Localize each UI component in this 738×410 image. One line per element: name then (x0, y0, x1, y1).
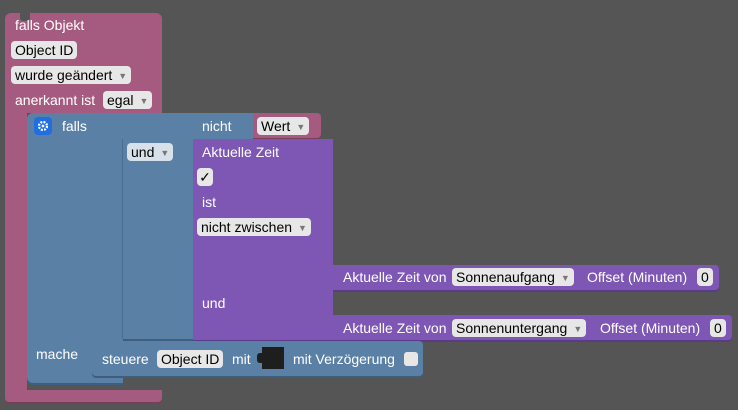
time-checkbox[interactable]: ✓ (197, 168, 213, 186)
ack-dropdown[interactable]: egal ▼ (103, 91, 153, 109)
sunrise-offset-label: Offset (Minuten) (587, 269, 688, 285)
sunset-event-dropdown[interactable]: Sonnenuntergang ▼ (452, 319, 587, 337)
chevron-down-icon: ▼ (139, 96, 149, 106)
chevron-down-icon: ▼ (573, 324, 583, 334)
object-id-field[interactable]: Object ID (11, 41, 78, 59)
and-dropdown[interactable]: und ▼ (127, 143, 174, 161)
and-dropdown-value: und (131, 144, 155, 160)
nicht-label: nicht (202, 118, 232, 134)
gear-icon[interactable] (34, 117, 52, 135)
wert-dropdown[interactable]: Wert ▼ (257, 117, 310, 135)
und-label: und (202, 295, 226, 311)
sunset-label: Aktuelle Zeit von (343, 320, 447, 336)
trigger-block-spine (5, 100, 27, 390)
chevron-down-icon: ▼ (118, 71, 128, 81)
mache-label: mache (36, 346, 79, 362)
chevron-down-icon: ▼ (560, 273, 570, 283)
chevron-down-icon: ▼ (296, 122, 306, 132)
sunset-offset-label: Offset (Minuten) (600, 320, 701, 336)
sunset-event-value: Sonnenuntergang (456, 320, 568, 336)
falls-label: falls (62, 118, 87, 134)
sunrise-offset-input[interactable]: 0 (697, 268, 713, 286)
sunrise-event-dropdown[interactable]: Sonnenaufgang ▼ (452, 268, 574, 286)
control-object-id-field[interactable]: Object ID (157, 350, 224, 368)
changed-dropdown[interactable]: wurde geändert ▼ (11, 66, 132, 84)
trigger-block-bottom (5, 390, 162, 402)
sunset-offset-input[interactable]: 0 (710, 319, 726, 337)
ist-label: ist (202, 194, 216, 210)
steuere-label: steuere (102, 351, 149, 367)
chevron-down-icon: ▼ (160, 148, 170, 158)
trigger-title: falls Objekt (15, 17, 85, 33)
wert-dropdown-value: Wert (261, 118, 291, 134)
ack-label: anerkannt ist (15, 92, 96, 108)
trigger-notch (20, 13, 30, 21)
not-block[interactable] (193, 113, 253, 139)
control-mit-label: mit (232, 351, 251, 367)
chevron-down-icon: ▼ (298, 223, 307, 233)
range-dropdown-value: nicht zwischen (201, 219, 293, 235)
delay-label: mit Verzögerung (293, 351, 395, 367)
ack-dropdown-value: egal (107, 92, 134, 108)
sunrise-event-value: Sonnenaufgang (456, 269, 555, 285)
checkmark-icon: ✓ (199, 169, 211, 185)
sunrise-label: Aktuelle Zeit von (343, 269, 447, 285)
empty-value-socket[interactable] (257, 347, 284, 369)
time-title: Aktuelle Zeit (202, 144, 280, 160)
range-dropdown[interactable]: nicht zwischen ▼ (197, 218, 311, 236)
delay-checkbox[interactable] (404, 352, 418, 366)
if-block[interactable] (27, 113, 123, 383)
time-compare-block[interactable] (193, 139, 333, 340)
changed-dropdown-value: wurde geändert (15, 67, 113, 83)
